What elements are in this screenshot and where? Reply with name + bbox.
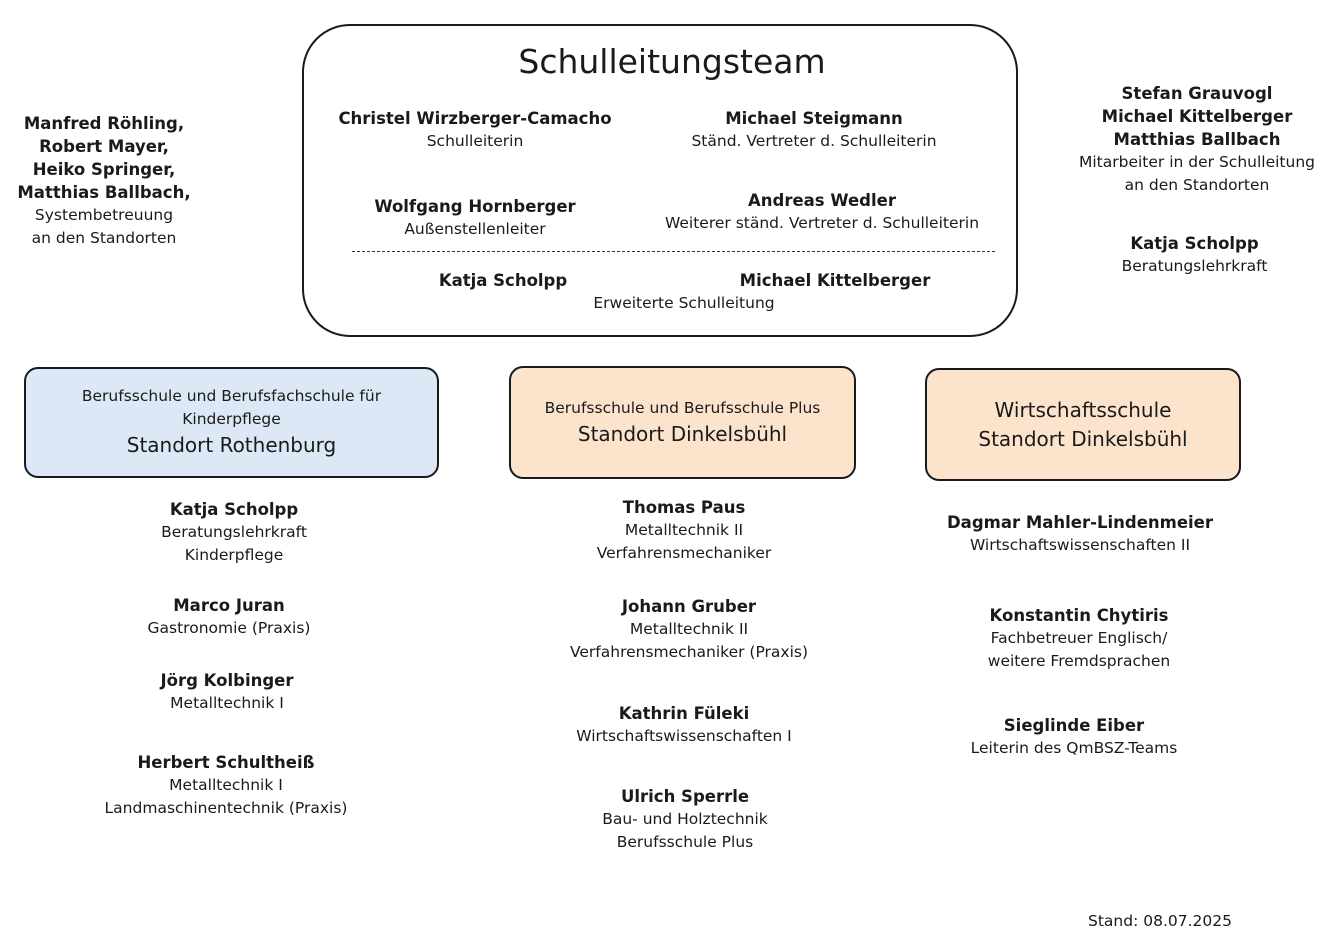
date-stamp: Stand: 08.07.2025	[1088, 912, 1232, 930]
staff-name: Jörg Kolbinger	[160, 671, 294, 690]
staff-role: Gastronomie (Praxis)	[147, 619, 311, 637]
staff-entry: Marco Juran Gastronomie (Praxis)	[79, 594, 379, 640]
note-role: Systembetreuung	[34, 206, 174, 224]
staff-role: Metalltechnik II	[629, 620, 749, 638]
member-name: Michael Steigmann	[725, 109, 903, 128]
location-title: Standort Rothenburg	[126, 433, 337, 457]
extended-leadership-member: Michael Kittelberger	[735, 269, 935, 292]
member-role: Weiterer ständ. Vertreter d. Schulleiter…	[664, 214, 980, 232]
counselor-note: Katja Scholpp Beratungslehrkraft	[1092, 232, 1297, 278]
note-name: Robert Mayer,	[39, 137, 169, 156]
staff-entry: Kathrin Füleki Wirtschaftswissenschaften…	[534, 702, 834, 748]
note-role: Mitarbeiter in der Schulleitung	[1079, 153, 1315, 171]
staff-role: Leiterin des QmBSZ-Teams	[970, 739, 1178, 757]
member-role: Außenstellenleiter	[404, 220, 546, 238]
note-name: Heiko Springer,	[32, 160, 176, 179]
staff-role: Metalltechnik I	[170, 694, 284, 712]
staff-assistants-note: Stefan Grauvogl Michael Kittelberger Mat…	[1062, 82, 1332, 197]
staff-entry: Ulrich Sperrle Bau- und Holztechnik Beru…	[535, 785, 835, 854]
staff-name: Thomas Paus	[622, 498, 746, 517]
staff-role: Fachbetreuer Englisch/	[990, 629, 1168, 647]
member-name: Christel Wirzberger-Camacho	[338, 109, 612, 128]
member-name: Michael Kittelberger	[739, 271, 931, 290]
staff-role: Beratungslehrkraft	[161, 523, 307, 541]
note-name: Michael Kittelberger	[1101, 107, 1293, 126]
note-name: Matthias Ballbach,	[17, 183, 191, 202]
location-subtitle: Berufsschule und Berufsschule Plus	[544, 398, 821, 417]
location-title: Standort Dinkelsbühl	[577, 421, 788, 446]
location-subtitle: Kinderpflege	[182, 410, 281, 428]
staff-role: Berufsschule Plus	[616, 833, 754, 851]
staff-name: Konstantin Chytiris	[989, 606, 1169, 625]
member-name: Katja Scholpp	[438, 271, 568, 290]
location-box-rothenburg: Berufsschule und Berufsfachschule für Ki…	[24, 367, 439, 478]
extended-leadership-role: Erweiterte Schulleitung	[593, 294, 775, 312]
staff-role: Metalltechnik I	[169, 776, 283, 794]
location-title: Standort Dinkelsbühl	[978, 426, 1188, 451]
staff-name: Ulrich Sperrle	[620, 787, 750, 806]
staff-role: Bau- und Holztechnik	[602, 810, 768, 828]
staff-role: Wirtschaftswissenschaften II	[969, 536, 1191, 554]
leadership-member: Andreas Wedler Weiterer ständ. Vertreter…	[652, 189, 992, 235]
extended-leadership-member: Katja Scholpp	[403, 269, 603, 292]
staff-name: Johann Gruber	[621, 597, 757, 616]
staff-name: Dagmar Mahler-Lindenmeier	[946, 513, 1213, 532]
staff-entry: Konstantin Chytiris Fachbetreuer Englisc…	[929, 604, 1229, 673]
staff-entry: Thomas Paus Metalltechnik II Verfahrensm…	[534, 496, 834, 565]
staff-role: Landmaschinentechnik (Praxis)	[104, 799, 348, 817]
note-role: an den Standorten	[31, 229, 177, 247]
staff-role: Verfahrensmechaniker	[596, 544, 772, 562]
staff-entry: Katja Scholpp Beratungslehrkraft Kinderp…	[84, 498, 384, 567]
staff-entry: Jörg Kolbinger Metalltechnik I	[77, 669, 377, 715]
note-name: Katja Scholpp	[1130, 234, 1259, 253]
staff-role: weitere Fremdsprachen	[987, 652, 1171, 670]
note-name: Matthias Ballbach	[1113, 130, 1281, 149]
staff-role: Metalltechnik II	[624, 521, 744, 539]
staff-name: Herbert Schultheiß	[137, 753, 315, 772]
member-name: Andreas Wedler	[748, 191, 896, 210]
system-admin-note: Manfred Röhling, Robert Mayer, Heiko Spr…	[14, 112, 194, 250]
staff-entry: Herbert Schultheiß Metalltechnik I Landm…	[76, 751, 376, 820]
note-name: Stefan Grauvogl	[1121, 84, 1273, 103]
staff-role: Kinderpflege	[184, 546, 284, 564]
staff-entry: Johann Gruber Metalltechnik II Verfahren…	[539, 595, 839, 664]
note-role: Beratungslehrkraft	[1121, 257, 1268, 275]
member-role: Schulleiterin	[426, 132, 524, 150]
member-name: Wolfgang Hornberger	[374, 197, 576, 216]
staff-name: Kathrin Füleki	[618, 704, 750, 723]
staff-name: Marco Juran	[173, 596, 285, 615]
leadership-member: Christel Wirzberger-Camacho Schulleiteri…	[325, 107, 625, 153]
leadership-divider	[352, 251, 995, 252]
leadership-box	[302, 24, 1018, 337]
staff-entry: Sieglinde Eiber Leiterin des QmBSZ-Teams	[924, 714, 1224, 760]
staff-name: Katja Scholpp	[169, 500, 299, 519]
location-box-dinkelsbuehl-bs: Berufsschule und Berufsschule Plus Stand…	[509, 366, 856, 479]
staff-name: Sieglinde Eiber	[1003, 716, 1145, 735]
staff-entry: Dagmar Mahler-Lindenmeier Wirtschaftswis…	[925, 511, 1235, 557]
member-role: Ständ. Vertreter d. Schulleiterin	[691, 132, 937, 150]
staff-role: Wirtschaftswissenschaften I	[576, 727, 792, 745]
location-title: Wirtschaftsschule	[994, 397, 1172, 422]
leadership-member: Wolfgang Hornberger Außenstellenleiter	[325, 195, 625, 241]
location-subtitle: Berufsschule und Berufsfachschule für	[81, 387, 382, 405]
location-box-wirtschaftsschule: Wirtschaftsschule Standort Dinkelsbühl	[925, 368, 1241, 481]
note-role: an den Standorten	[1124, 176, 1270, 194]
leadership-member: Michael Steigmann Ständ. Vertreter d. Sc…	[664, 107, 964, 153]
note-name: Manfred Röhling,	[23, 114, 185, 133]
staff-role: Verfahrensmechaniker (Praxis)	[569, 643, 809, 661]
leadership-title: Schulleitungsteam	[518, 42, 826, 81]
